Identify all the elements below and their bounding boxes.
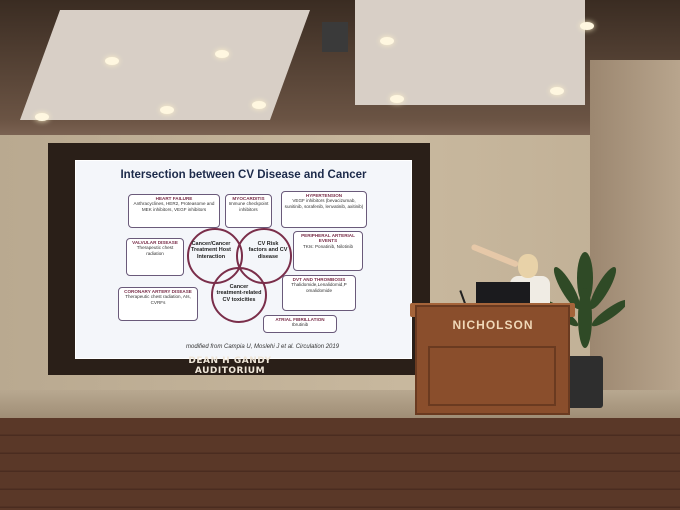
box-title: PERIPHERAL ARTERIAL EVENTS xyxy=(301,233,355,244)
ceiling-light xyxy=(105,57,119,65)
box-body: Therapeutic chest radiation xyxy=(136,245,174,256)
stage-front xyxy=(0,418,680,510)
ceiling-vent xyxy=(322,22,348,52)
podium-panel xyxy=(428,346,556,406)
peripheral-box: PERIPHERAL ARTERIAL EVENTS TKIs: Ponatin… xyxy=(293,231,363,271)
afib-box: ATRIAL FIBRILLATION Ibrutinib xyxy=(263,315,337,333)
box-title: CORONARY ARTERY DISEASE xyxy=(124,289,192,294)
slide-title: Intersection between CV Disease and Canc… xyxy=(120,169,367,181)
side-wall xyxy=(590,60,680,420)
box-body: Thalidomide,Lenalidomid,P omalidomide xyxy=(291,282,347,293)
box-title: HEART FAILURE xyxy=(155,196,193,201)
ceiling-light xyxy=(215,50,229,58)
box-title: DVT AND THROMBOSIS xyxy=(292,277,346,282)
ceiling-light xyxy=(550,87,564,95)
myocarditis-box: MYOCARDITIS Immune checkpoint inhibitors xyxy=(225,194,272,228)
ceiling-light xyxy=(380,37,394,45)
podium-monitor xyxy=(476,282,530,304)
box-title: MYOCARDITIS xyxy=(232,196,265,201)
plant-icon xyxy=(545,252,625,348)
box-body: Ibrutinib xyxy=(291,322,309,328)
circle-label: Cancer/Cancer Treatment Host Interaction xyxy=(190,241,232,260)
box-body: Therapeutic chest radiation, AIs, CVRFs xyxy=(125,294,191,305)
ceiling-panel-left xyxy=(19,10,311,120)
ceiling-light xyxy=(390,95,404,103)
slide-credit: modified from Campia U, Moslehi J et al.… xyxy=(186,344,340,350)
valvular-box: VALVULAR DISEASE Therapeutic chest radia… xyxy=(126,238,184,276)
ceiling-panel-right xyxy=(355,0,585,105)
box-body: TKIs: Ponatinib, Nilotinib xyxy=(302,243,354,249)
cycle-circle xyxy=(211,267,267,323)
ceiling-light xyxy=(160,106,174,114)
ceiling-light xyxy=(252,101,266,109)
circle-label: CV Risk factors and CV disease xyxy=(248,241,288,260)
circle-label: Cancer treatment-related CV toxicities xyxy=(216,284,262,303)
box-title: VALVULAR DISEASE xyxy=(132,240,178,245)
box-title: ATRIAL FIBRILLATION xyxy=(275,317,325,322)
hypertension-box: HYPERTENSION VEGF inhibitors (bevacizuma… xyxy=(281,191,367,228)
projection-screen: Intersection between CV Disease and Canc… xyxy=(75,160,412,359)
coronary-box: CORONARY ARTERY DISEASE Therapeutic ches… xyxy=(118,287,198,321)
speaker-head xyxy=(518,254,538,278)
box-body: Anthracyclines, HER2, Proteasome and MEK… xyxy=(133,201,215,212)
ceiling-light xyxy=(35,113,49,121)
box-body: VEGF inhibitors (bevacizumab, sunitinib,… xyxy=(284,198,364,209)
podium xyxy=(415,305,570,415)
box-body: Immune checkpoint inhibitors xyxy=(228,201,269,212)
ceiling-light xyxy=(580,22,594,30)
heart-failure-box: HEART FAILURE Anthracyclines, HER2, Prot… xyxy=(128,194,220,228)
auditorium-plaque: DEAN H GANDY AUDITORIUM xyxy=(188,356,272,376)
dvt-box: DVT AND THROMBOSIS Thalidomide,Lenalidom… xyxy=(282,275,356,311)
podium-label: NICHOLSON xyxy=(452,318,534,332)
box-title: HYPERTENSION xyxy=(305,193,343,198)
